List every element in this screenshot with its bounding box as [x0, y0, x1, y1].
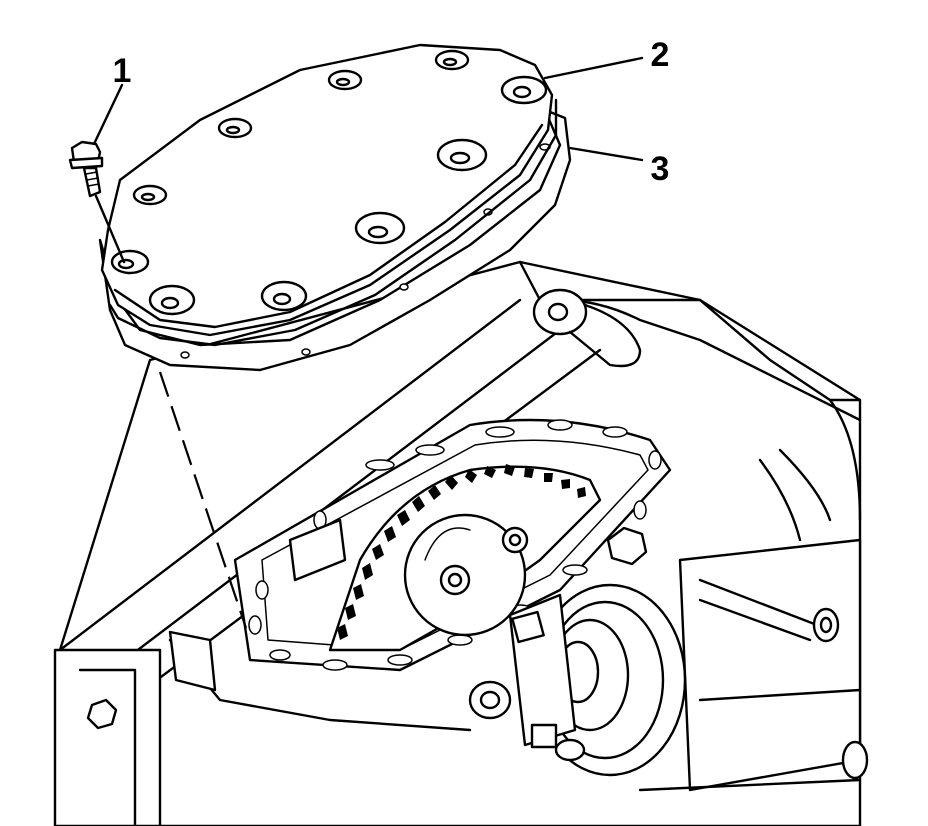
bracket-foot: [638, 778, 862, 792]
callout-2: 2: [543, 36, 670, 80]
cover-boss-7-hole: [442, 57, 458, 67]
frame-bracket: [53, 648, 162, 826]
mount-ear-hole: [547, 302, 569, 322]
axle-flange-assembly: [468, 526, 687, 777]
cover-boss-1-hole: [117, 258, 135, 270]
cover-flange-edge: [108, 98, 558, 347]
cover-boss-8-hole: [335, 77, 351, 87]
cover-flange-lip: [113, 123, 544, 329]
adjuster-nut: [606, 526, 648, 566]
cover-bolt-bosses: [110, 49, 548, 316]
callout-1: 1: [92, 52, 132, 146]
bracket-hole-lower: [841, 740, 869, 780]
cover-boss-10-hole: [140, 192, 156, 202]
alignment-dashed-line: [158, 371, 248, 629]
cover-boss-9-hole: [225, 125, 241, 135]
leader-line-1: [92, 83, 124, 146]
leader-line-3: [568, 146, 644, 162]
bracket-bolt-head: [86, 698, 118, 730]
cover-bolt: [68, 140, 248, 629]
bearing-cap-bolt-lower: [530, 723, 558, 749]
bracket-web-2: [698, 598, 812, 642]
frame-bracket-inner: [78, 668, 137, 826]
bolt-flange: [68, 156, 104, 170]
bolt-alignment-line: [94, 194, 126, 264]
ring-gear-teeth: [337, 464, 586, 640]
cover-boss-5-hole: [449, 151, 471, 165]
bracket-hole-upper-inner: [819, 616, 833, 634]
callout-label-2: 2: [651, 36, 670, 74]
cover-boss-4-hole: [367, 225, 389, 239]
mount-ear-arm: [568, 303, 642, 368]
lower-fastener: [554, 738, 586, 762]
housing-right-edge: [828, 398, 862, 522]
callout-label-1: 1: [113, 52, 132, 90]
cover-shell: [100, 43, 554, 337]
differential-cover: [100, 43, 558, 347]
axle-tube-edge-upper: [58, 298, 522, 652]
bracket-lower-edge: [698, 688, 862, 702]
pinion-shaft-center: [447, 572, 463, 588]
housing-lower-lug: [168, 630, 217, 692]
cover-boss-2-hole: [160, 296, 180, 310]
side-gear-bolt-center: [508, 533, 522, 547]
bearing-cap-bolt-upper: [511, 610, 545, 644]
callout-3: 3: [568, 146, 670, 188]
inner-rib: [288, 518, 347, 582]
differential-opening: [233, 418, 672, 672]
side-mount-bracket: [678, 538, 862, 792]
cover-boss-3-hole: [272, 292, 292, 306]
carrier-window-edge: [424, 527, 471, 561]
callout-label-3: 3: [651, 150, 670, 188]
bracket-web-1: [698, 578, 832, 632]
vent-hole: [479, 690, 501, 710]
housing-casting-line-2: [778, 448, 832, 522]
cover-boss-6-hole: [512, 85, 532, 99]
housing-shoulder: [698, 298, 862, 402]
bolt-threads: [85, 171, 100, 187]
leader-line-2: [543, 56, 644, 80]
housing-casting-line-1: [758, 458, 802, 542]
